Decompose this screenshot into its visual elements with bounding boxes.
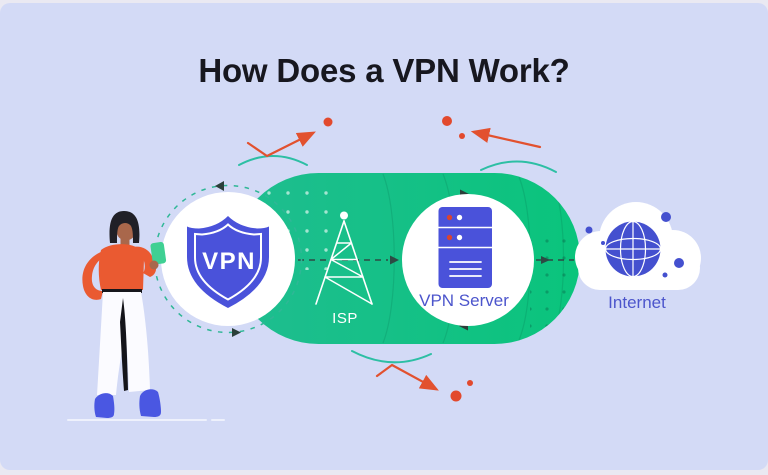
traffic-decorations [238,116,557,402]
smartphone-icon [150,242,167,265]
internet-node: Internet [575,202,701,312]
face [116,221,136,241]
traffic-dot [442,116,452,126]
user-illustration [67,211,225,421]
outgoing-arrow-icon [246,131,316,158]
isp-node: ISP [315,211,373,327]
server-label: VPN Server [419,291,509,310]
pants-shadow [120,298,128,391]
infographic-canvas: How Does a VPN Work? [0,3,768,470]
traffic-dot [450,390,462,402]
teal-arc [480,160,557,173]
flow-arrowhead-icon [390,255,399,265]
left-shoe [94,393,115,418]
rotation-arrow-icon [215,181,224,191]
neck [120,236,130,246]
traffic-dot [459,133,465,139]
teal-arc [351,350,432,364]
traffic-dot [323,117,333,127]
incoming-arrow-icon [470,127,542,149]
vpn-server-icon [437,207,493,288]
cloud-dots [585,212,684,278]
pants [97,292,150,395]
shield-label: VPN [202,248,256,275]
right-shoe [139,389,161,417]
hand [149,260,159,270]
isp-label: ISP [332,310,358,327]
diagram-scene: VPN ISP [67,116,701,421]
vpn-shield-node: VPN [153,181,303,337]
internet-label: Internet [608,293,666,312]
raised-arm [132,246,156,277]
flow-arrowhead-icon [541,256,550,264]
dashed-ring [153,184,303,334]
vpn-server-node: VPN Server [402,189,534,331]
hair [109,211,140,243]
arm-on-hip [82,251,107,300]
page-title: How Does a VPN Work? [198,52,570,89]
isp-tower-icon [315,211,373,305]
globe-icon [604,220,662,278]
torso [98,244,144,290]
vpn-shield-icon [187,216,269,308]
outgoing-arrow-icon [375,363,439,391]
traffic-dot [467,380,473,386]
teal-arc [238,155,308,166]
rotation-arrow-icon [232,328,241,337]
